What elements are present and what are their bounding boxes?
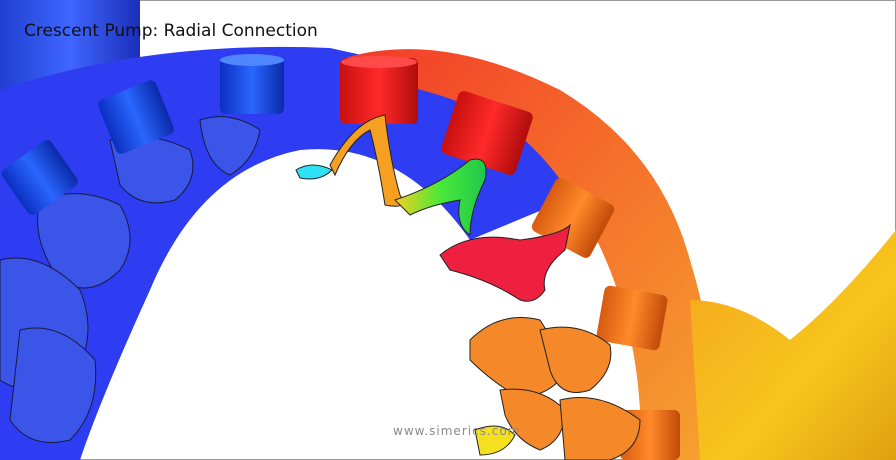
suction-port-3 [220,58,284,114]
page-title: Crescent Pump: Radial Connection [24,21,318,41]
fluid-yellow-tip [474,425,516,456]
low-pressure-chambers [0,116,261,443]
discharge-port-4 [596,285,668,351]
suction-port-1 [1,140,78,215]
fluid-green-band [394,158,487,236]
outlet-pipe [690,230,896,460]
discharge-ports-red [340,56,533,175]
discharge-port-1 [340,58,418,124]
high-pressure-chambers [469,317,641,460]
fluid-cyan-pocket [295,164,333,180]
discharge-port-2 [441,91,533,175]
discharge-ring [345,49,720,460]
crescent-fluid [295,114,571,302]
suction-ports [1,54,284,215]
suction-port-2 [98,80,174,154]
fluid-red-chamber [439,223,571,302]
watermark: www.simerics.com [393,424,521,438]
